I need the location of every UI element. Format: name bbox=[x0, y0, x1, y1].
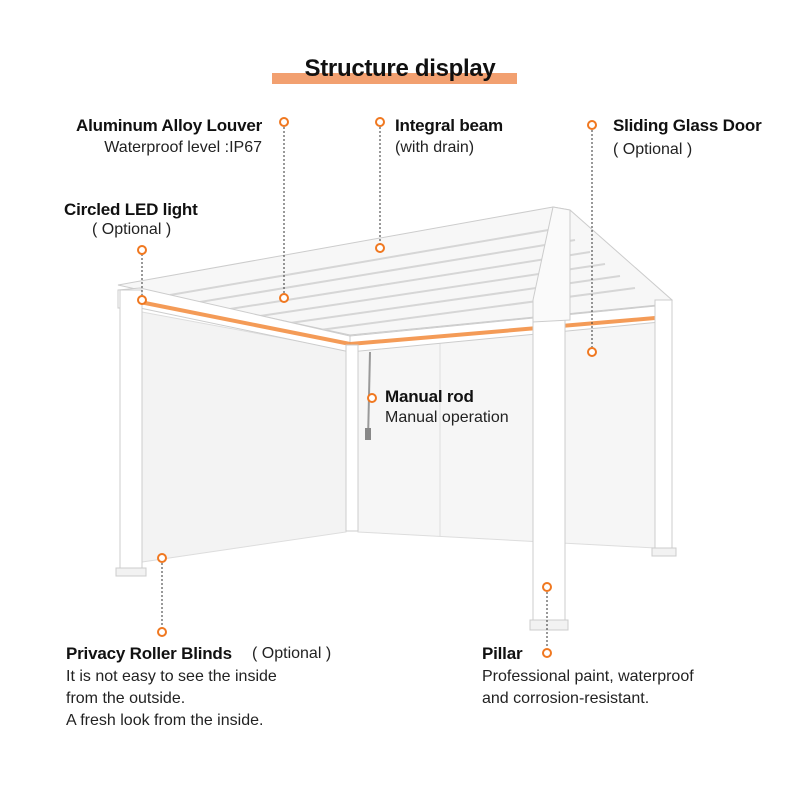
front-pillar bbox=[532, 319, 566, 623]
callout-dots bbox=[137, 117, 597, 658]
blinds-line-2: from the outside. bbox=[66, 690, 186, 707]
door-subtext: ( Optional ) bbox=[613, 141, 693, 158]
rod-subtext: Manual operation bbox=[385, 409, 509, 426]
right-pillar bbox=[654, 299, 673, 551]
rod-dot-icon bbox=[367, 393, 377, 403]
blinds-heading: Privacy Roller Blinds bbox=[66, 644, 232, 663]
blinds-line-1: It is not easy to see the inside bbox=[66, 668, 277, 685]
pillar-dot-icon bbox=[542, 582, 552, 592]
louver-dot-icon bbox=[279, 117, 289, 127]
pillar-line-2: and corrosion-resistant. bbox=[482, 690, 650, 707]
privacy-blind-panel bbox=[141, 311, 347, 563]
rod-heading: Manual rod bbox=[385, 387, 474, 406]
led-dot-icon bbox=[137, 245, 147, 255]
beam-heading: Integral beam bbox=[395, 116, 503, 135]
door-heading: Sliding Glass Door bbox=[613, 116, 762, 135]
pillar-line-1: Professional paint, waterproof bbox=[482, 668, 694, 685]
led-heading: Circled LED light bbox=[64, 200, 198, 219]
blinds-optional: ( Optional ) bbox=[252, 645, 332, 662]
louver-heading: Aluminum Alloy Louver bbox=[76, 116, 262, 135]
led-subtext: ( Optional ) bbox=[92, 221, 172, 238]
beam-subtext: (with drain) bbox=[395, 139, 475, 156]
door-dot-icon bbox=[587, 120, 597, 130]
page-title: Structure display bbox=[304, 55, 496, 82]
louver-subtext: Waterproof level :IP67 bbox=[104, 139, 262, 156]
left-pillar bbox=[119, 289, 143, 573]
beam-dot-icon bbox=[375, 117, 385, 127]
blinds-dot-icon bbox=[157, 553, 167, 563]
pillar-heading: Pillar bbox=[482, 644, 523, 663]
back-pillar bbox=[345, 344, 359, 532]
blinds-line-3: A fresh look from the inside. bbox=[66, 712, 264, 729]
glass-door-panel bbox=[357, 321, 656, 549]
title-highlight-bar bbox=[272, 73, 517, 84]
